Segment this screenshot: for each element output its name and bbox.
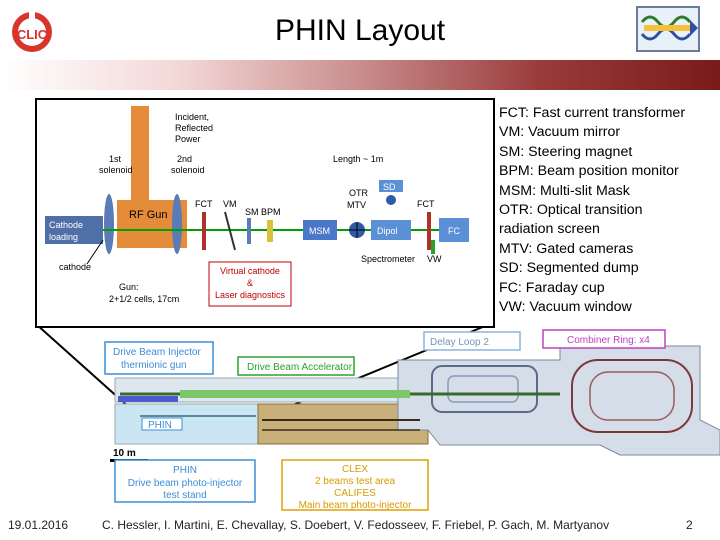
- delay-loop-label: Delay Loop 2: [430, 337, 489, 348]
- footer-authors: C. Hessler, I. Martini, E. Chevallay, S.…: [102, 518, 610, 532]
- legend-item: BPM: Beam position monitor: [499, 163, 679, 180]
- virtual-cathode-box: [208, 261, 292, 307]
- legend-item: VW: Vacuum window: [499, 299, 632, 316]
- bpm: [267, 220, 273, 242]
- phin-tag: PHIN: [148, 420, 172, 431]
- fct1: [202, 212, 206, 250]
- fct2-label: FCT: [417, 199, 435, 209]
- fc-box: [439, 218, 469, 242]
- clex-caption-box: [281, 459, 429, 511]
- legend-item: VM: Vacuum mirror: [499, 124, 621, 141]
- vacuum-window: [431, 240, 435, 254]
- legend-item: SD: Segmented dump: [499, 260, 639, 277]
- delay-loop-ring: [431, 365, 538, 413]
- phin-caption-line1: PHIN: [173, 465, 197, 476]
- fct1-label: FCT: [195, 199, 213, 209]
- sd-box: [379, 180, 403, 192]
- mtv-label: MTV: [347, 200, 366, 210]
- accelerator-label: Drive Beam Accelerator: [247, 362, 353, 373]
- legend-item: MSM: Multi-slit Mask: [499, 182, 630, 199]
- accelerator-bar: [180, 390, 410, 398]
- msm-box: [303, 220, 337, 240]
- bpm-label: BPM: [261, 207, 281, 217]
- legend-item: FC: Faraday cup: [499, 279, 605, 296]
- header-banner: [0, 60, 720, 90]
- combiner-ring-outline: [571, 359, 693, 433]
- steering-magnet: [247, 218, 251, 244]
- solenoid2-line2: solenoid: [171, 165, 205, 175]
- combiner-label: Combiner Ring: x4: [567, 335, 650, 346]
- virtual-cathode-line3: Laser diagnostics: [215, 290, 286, 300]
- clex-caption-line4: Main beam photo-injector: [299, 500, 413, 511]
- fc-label: FC: [448, 226, 460, 236]
- clic-logo-text: CLIC: [17, 27, 48, 42]
- scale-label: 10 m: [113, 448, 136, 459]
- injector-label-box: [104, 341, 214, 375]
- gun-caption-line2: 2+1/2 cells, 17cm: [109, 294, 179, 304]
- abbreviation-legend: FCT: Fast current transformer VM: Vacuum…: [499, 104, 717, 317]
- injector-label-line2: thermionic gun: [121, 360, 187, 371]
- otr-label: OTR: [349, 188, 368, 198]
- clex-caption-line1: CLEX: [342, 464, 368, 475]
- dipol-label: Dipol: [377, 226, 398, 236]
- project-logo: [636, 6, 700, 52]
- phin-caption-line2: Drive beam photo-injector: [128, 478, 243, 489]
- dipol-box: [371, 220, 411, 240]
- page-number: 2: [686, 518, 693, 532]
- phin-tag-box: [141, 417, 183, 431]
- phin-hall: [114, 403, 261, 445]
- incident-line2: Reflected: [175, 123, 213, 133]
- clic-logo: CLIC: [8, 8, 56, 58]
- cathode-loading-line2: loading: [49, 232, 78, 242]
- clex-caption-line3: CALIFES: [334, 488, 376, 499]
- page-title: PHIN Layout: [274, 14, 446, 47]
- cathode-label: cathode: [59, 262, 91, 272]
- legend-item: SM: Steering magnet: [499, 143, 633, 160]
- virtual-cathode-line2: &: [247, 278, 253, 288]
- sd-label: SD: [383, 182, 396, 192]
- legend-item: OTR: Optical transition: [499, 202, 643, 219]
- phin-caption-box: [114, 459, 256, 503]
- clex-caption-line2: 2 beams test area: [315, 476, 395, 487]
- incident-line3: Power: [175, 134, 201, 144]
- fct2: [427, 212, 431, 250]
- phin-schematic-inset: Incident, Reflected Power 1st solenoid 2…: [35, 98, 495, 328]
- ring-hall: [397, 345, 720, 456]
- incident-line1: Incident,: [175, 112, 209, 122]
- cathode-loading-box: [45, 216, 103, 244]
- rf-gun-label: RF Gun: [129, 209, 168, 221]
- vacuum-mirror: [224, 211, 236, 251]
- sm-label: SM: [245, 207, 259, 217]
- solenoid1-line1: 1st: [109, 154, 122, 164]
- waveguide: [131, 106, 149, 210]
- footer-date: 19.01.2016: [8, 518, 69, 532]
- legend-item: FCT: Fast current transformer: [499, 105, 686, 121]
- msm-label: MSM: [309, 226, 330, 236]
- injector-label-line1: Drive Beam Injector: [113, 347, 201, 358]
- vm-label: VM: [223, 199, 237, 209]
- delay-loop-label-box: [423, 331, 521, 351]
- solenoid2: [172, 194, 182, 254]
- solenoid2-line1: 2nd: [177, 154, 192, 164]
- solenoid1-line2: solenoid: [99, 165, 133, 175]
- phin-caption-line3: test stand: [163, 490, 206, 501]
- vw-label: VW: [427, 254, 442, 264]
- legend-item: MTV: Gated cameras: [499, 240, 634, 257]
- virtual-cathode-line1: Virtual cathode: [220, 266, 280, 276]
- solenoid1: [104, 194, 114, 254]
- injector-bar: [118, 396, 178, 402]
- cathode-loading-line1: Cathode: [49, 220, 83, 230]
- gun-caption-line1: Gun:: [119, 282, 139, 292]
- combiner-label-box: [542, 329, 666, 349]
- legend-item: radiation screen: [499, 221, 600, 238]
- spectrometer-label: Spectrometer: [361, 254, 415, 264]
- accelerator-label-box: [237, 356, 355, 376]
- length-label: Length ~ 1m: [333, 154, 383, 164]
